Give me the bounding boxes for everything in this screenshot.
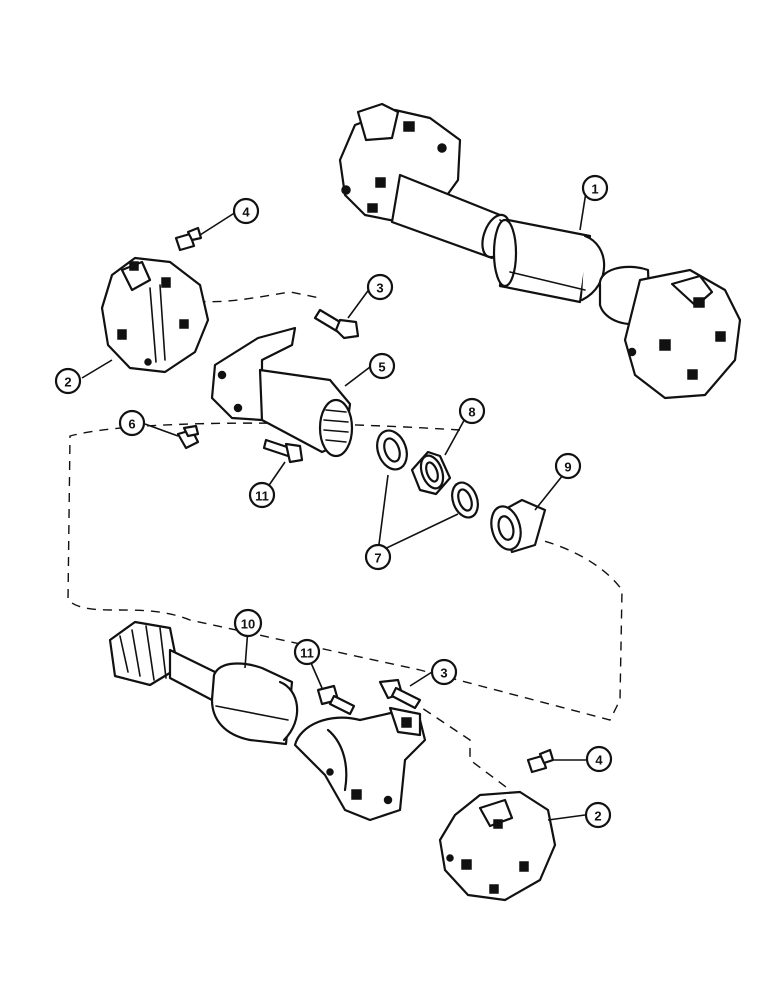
svg-text:2: 2 xyxy=(64,375,71,390)
coupling-disc-upper xyxy=(100,256,210,374)
svg-text:7: 7 xyxy=(374,551,381,566)
callout-2-upper: 2 xyxy=(54,367,82,395)
splined-yoke xyxy=(210,326,354,458)
svg-text:5: 5 xyxy=(378,360,385,375)
drive-shaft-assembly xyxy=(338,102,742,400)
svg-text:4: 4 xyxy=(595,753,603,768)
callout-7: 7 xyxy=(364,543,392,571)
callouts: 1 2 2 3 3 4 4 5 xyxy=(54,174,613,829)
callout-11-upper: 11 xyxy=(248,481,276,509)
svg-text:6: 6 xyxy=(128,417,135,432)
splined-shaft-assembly xyxy=(108,620,427,822)
callout-9: 9 xyxy=(554,452,582,480)
svg-text:4: 4 xyxy=(242,205,250,220)
svg-text:2: 2 xyxy=(594,809,601,824)
bolt-11-upper xyxy=(262,438,304,464)
callout-1: 1 xyxy=(581,174,609,202)
svg-text:10: 10 xyxy=(241,617,255,632)
bolt-11-lower xyxy=(316,684,356,716)
svg-text:3: 3 xyxy=(440,666,447,681)
bushing xyxy=(490,498,547,554)
leader-lines xyxy=(81,191,587,821)
callout-4-upper: 4 xyxy=(232,197,260,225)
callout-2-lower: 2 xyxy=(584,801,612,829)
washer-lower xyxy=(451,481,479,519)
callout-4-lower: 4 xyxy=(585,745,613,773)
grease-fitting-lower xyxy=(526,748,555,774)
callout-11-lower: 11 xyxy=(293,638,321,666)
svg-text:3: 3 xyxy=(376,281,383,296)
bearing-ring xyxy=(410,450,452,496)
callout-6: 6 xyxy=(118,409,146,437)
plug xyxy=(176,424,200,450)
callout-3-upper: 3 xyxy=(366,273,394,301)
callout-8: 8 xyxy=(458,397,486,425)
callout-10: 10 xyxy=(233,608,263,638)
svg-text:11: 11 xyxy=(255,489,269,504)
coupling-disc-lower xyxy=(438,790,557,902)
svg-text:8: 8 xyxy=(468,405,475,420)
grease-fitting-upper xyxy=(174,226,203,252)
svg-text:9: 9 xyxy=(564,460,571,475)
callout-3-lower: 3 xyxy=(430,658,458,686)
bolt-upper xyxy=(313,308,360,340)
washer-upper xyxy=(376,429,408,471)
svg-text:11: 11 xyxy=(300,646,314,661)
bolt-lower xyxy=(378,678,422,710)
svg-text:1: 1 xyxy=(591,182,598,197)
callout-5: 5 xyxy=(368,352,396,380)
